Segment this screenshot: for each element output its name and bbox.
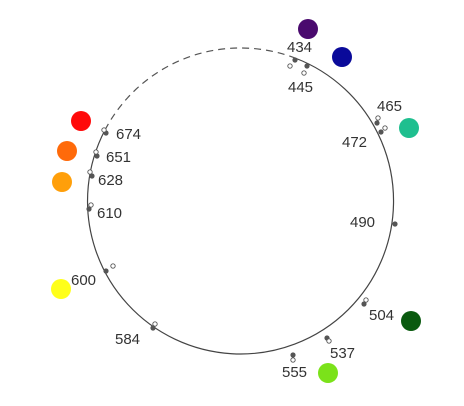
label-472: 472 xyxy=(342,134,367,151)
swatch-445 xyxy=(332,47,352,67)
hollow-marker xyxy=(87,169,93,175)
purple-gap-arc xyxy=(104,47,296,131)
hollow-marker xyxy=(110,263,116,269)
swatch-674 xyxy=(71,111,91,131)
swatch-628 xyxy=(52,172,72,192)
label-600: 600 xyxy=(71,272,96,289)
label-504: 504 xyxy=(369,307,394,324)
wavelength-labels: 434 445 465 472 490 504 537 555 584 600 … xyxy=(71,39,402,381)
swatch-600 xyxy=(51,279,71,299)
locus-ticks xyxy=(86,57,398,358)
label-537: 537 xyxy=(330,345,355,362)
tick-555 xyxy=(290,352,296,358)
label-434: 434 xyxy=(287,39,312,56)
hollow-marker xyxy=(88,202,94,208)
swatch-434 xyxy=(298,19,318,39)
hollow-marker xyxy=(382,125,388,131)
hollow-marker xyxy=(326,338,332,344)
tick-445 xyxy=(304,63,310,69)
hollow-marker xyxy=(301,70,307,76)
label-628: 628 xyxy=(98,172,123,189)
label-445: 445 xyxy=(288,79,313,96)
label-465: 465 xyxy=(377,98,402,115)
hollow-markers xyxy=(87,63,388,363)
hollow-marker xyxy=(101,127,107,133)
tick-610 xyxy=(86,206,92,212)
tick-465 xyxy=(374,120,380,126)
tick-628 xyxy=(89,173,95,179)
hollow-marker xyxy=(93,149,99,155)
swatch-555 xyxy=(318,363,338,383)
label-555: 555 xyxy=(282,364,307,381)
tick-651 xyxy=(94,153,100,159)
hollow-marker xyxy=(363,297,369,303)
tick-490 xyxy=(392,221,398,227)
label-610: 610 xyxy=(97,205,122,222)
label-490: 490 xyxy=(350,214,375,231)
swatch-504 xyxy=(401,311,421,331)
swatch-472 xyxy=(399,118,419,138)
label-651: 651 xyxy=(106,149,131,166)
tick-600 xyxy=(103,268,109,274)
tick-504 xyxy=(361,301,367,307)
label-584: 584 xyxy=(115,331,140,348)
hollow-marker xyxy=(290,357,296,363)
hollow-marker xyxy=(287,63,293,69)
spectral-locus-arc xyxy=(86,57,395,355)
hollow-marker xyxy=(152,321,158,327)
hollow-marker xyxy=(375,115,381,121)
label-674: 674 xyxy=(116,126,141,143)
swatch-651 xyxy=(57,141,77,161)
tick-434 xyxy=(292,57,298,63)
tick-584 xyxy=(150,325,156,331)
tick-472 xyxy=(378,129,384,135)
color-swatches xyxy=(51,19,421,383)
